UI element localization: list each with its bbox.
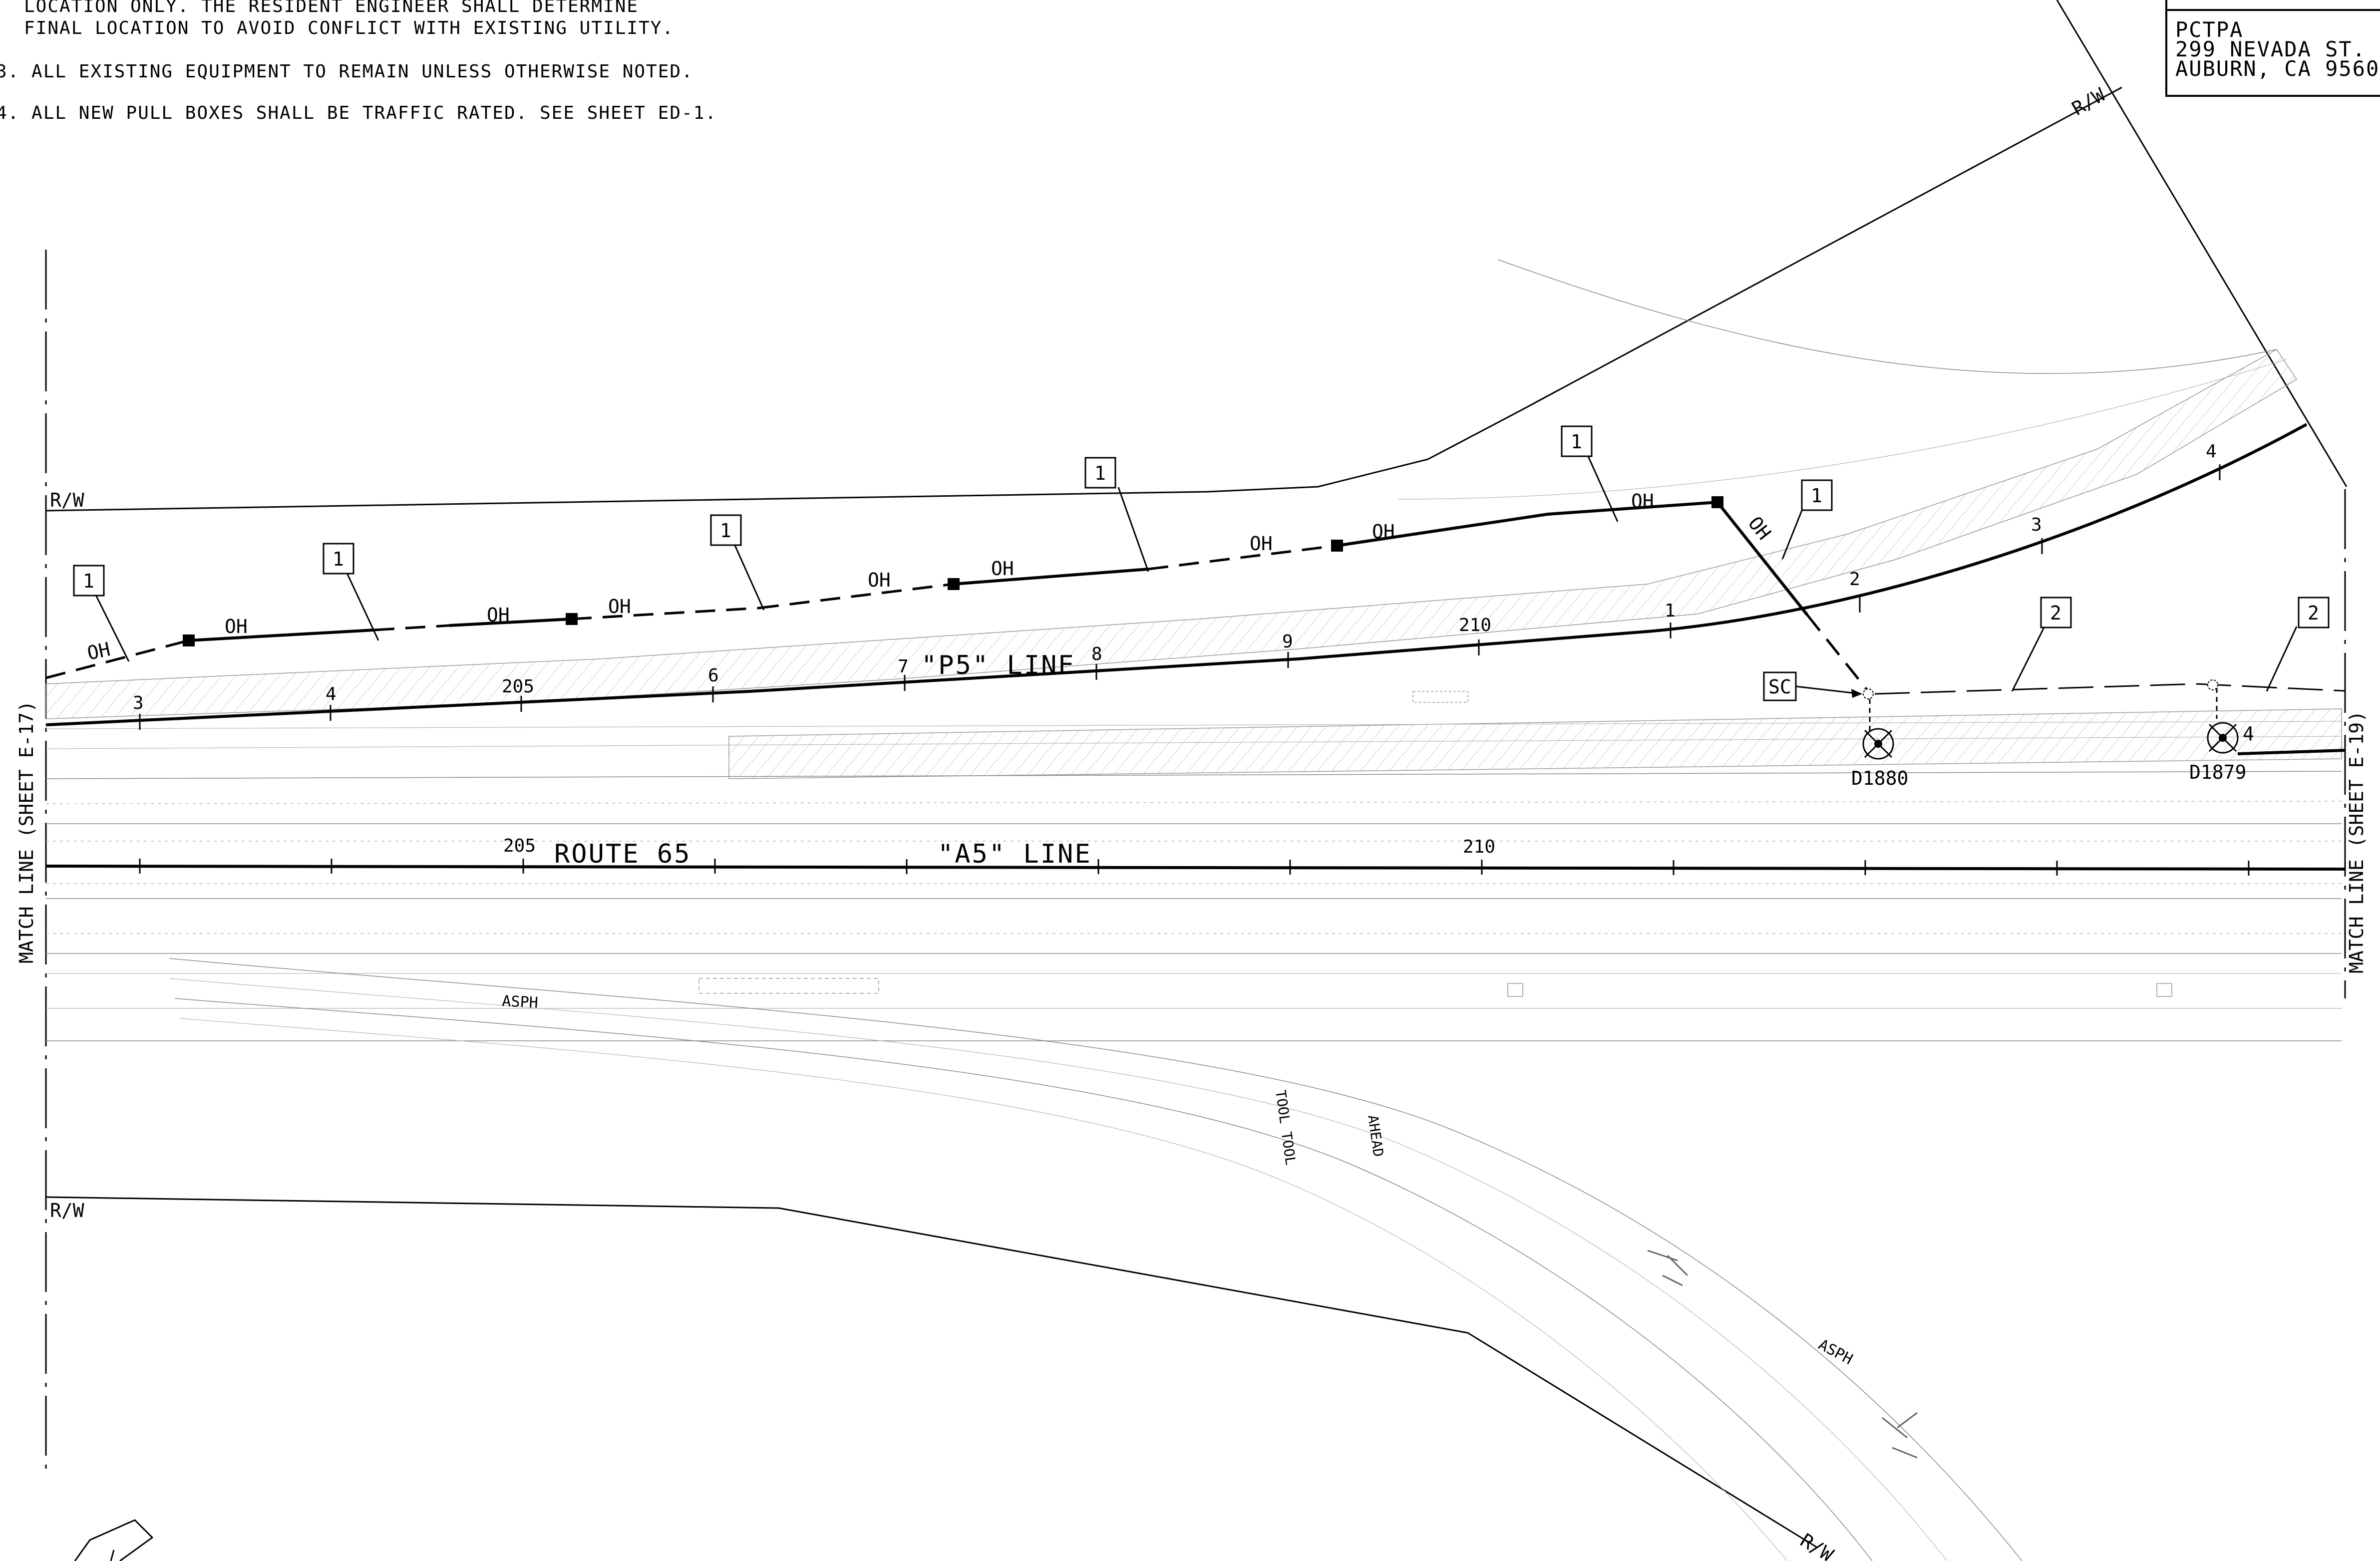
match-line-right-label: MATCH LINE (SHEET E-19): [2346, 711, 2368, 973]
p5-station-8: 8: [1091, 644, 1102, 664]
a5-line-label: "A5" LINE: [938, 839, 1092, 869]
oh-label-5: OH: [868, 569, 891, 591]
p5-station-3-east: 3: [2031, 515, 2042, 535]
p5-station-ticks: [139, 464, 2221, 730]
p5-station-9: 9: [1282, 631, 1293, 652]
new-conduit: 2 2 SC: [1763, 597, 2346, 731]
svg-text:1: 1: [720, 520, 731, 542]
match-line-left-label: MATCH LINE (SHEET E-17): [15, 701, 37, 963]
oh-label-9: OH: [1631, 490, 1654, 512]
oh-label-6: OH: [991, 558, 1014, 580]
rw-label-upper-right: R/W: [2068, 83, 2109, 119]
p5-station-210: 210: [1459, 615, 1491, 635]
oh-label-7: OH: [1250, 533, 1273, 555]
p5-line: 3 4 205 6 7 8 9 210 1 2 3 4 "P5" LINE: [45, 423, 2308, 730]
p5-station-4: 4: [326, 684, 337, 704]
detectors: D1880 D1879 4: [1851, 722, 2346, 789]
a5-line: 205 210 ROUTE 65 "A5" LINE: [45, 836, 2346, 876]
title-block: PCTPA 299 NEVADA ST. AUBURN, CA 95603: [2165, 0, 2380, 97]
callout-1-e: 1: [1561, 425, 1619, 522]
detector-side-label: 4: [2243, 723, 2254, 745]
signal-controller-tag: SC: [1763, 671, 1862, 701]
match-lines: MATCH LINE (SHEET E-17) MATCH LINE (SHEE…: [15, 250, 2368, 1478]
callout-1-b: 1: [323, 543, 379, 641]
svg-text:1: 1: [83, 570, 94, 592]
a5-station-210: 210: [1463, 837, 1495, 857]
p5-station-2: 2: [1849, 569, 1860, 590]
oh-label-2: OH: [225, 616, 248, 637]
north-arrow-icon: [74, 1519, 154, 1561]
callouts-1: 1 1 1 1 1 1: [73, 425, 1833, 662]
a5-station-205: 205: [503, 836, 536, 856]
svg-text:1: 1: [1094, 462, 1106, 484]
svg-text:D1880: D1880: [1851, 767, 1908, 789]
rw-label-lower-right: R/W: [1796, 1529, 1837, 1561]
callout-1-c: 1: [710, 514, 765, 611]
p5-station-3: 3: [133, 693, 144, 713]
svg-text:1: 1: [333, 548, 344, 570]
detector-d1879: D1879 4: [2189, 722, 2346, 783]
right-of-way: R/W R/W R/W R/W: [45, 0, 2348, 1561]
svg-text:2: 2: [2050, 602, 2061, 624]
oh-label-3: OH: [487, 604, 510, 626]
svg-text:2: 2: [2308, 602, 2319, 624]
callout-1-d: 1: [1084, 457, 1149, 572]
svg-text:D1879: D1879: [2189, 761, 2246, 783]
title-block-city: AUBURN, CA 95603: [2175, 56, 2380, 81]
p5-station-1: 1: [1665, 601, 1676, 621]
title-block-agency: PCTPA: [2175, 17, 2243, 42]
hatched-areas: [45, 349, 2342, 779]
oh-label-8: OH: [1372, 521, 1395, 543]
svg-text:1: 1: [1571, 431, 1582, 453]
callout-2-a: 2: [2011, 597, 2072, 692]
p5-station-6: 6: [708, 665, 719, 686]
p5-station-7: 7: [898, 656, 909, 677]
rw-label-upper-left: R/W: [50, 489, 84, 511]
pavement-marking-ahead: AHEAD: [1364, 1114, 1386, 1158]
pavement-marking-tool: TOOL TOOL: [1272, 1089, 1299, 1166]
existing-roadway: ASPH ASPH TOOL TOOL AHEAD: [45, 259, 2342, 1561]
callout-2-b: 2: [2266, 597, 2330, 692]
pole-markers: [183, 496, 1723, 646]
note-line-1: LOCATION ONLY. THE RESIDENT ENGINEER SHA…: [24, 0, 639, 16]
general-notes: LOCATION ONLY. THE RESIDENT ENGINEER SHA…: [0, 0, 717, 123]
sc-label: SC: [1768, 676, 1791, 698]
rw-label-lower-left: R/W: [50, 1200, 84, 1222]
note-3: 3. ALL EXISTING EQUIPMENT TO REMAIN UNLE…: [0, 61, 693, 82]
route-label: ROUTE 65: [554, 839, 691, 869]
oh-label-4: OH: [608, 596, 631, 618]
p5-station-205: 205: [502, 676, 534, 697]
p5-station-4-east: 4: [2206, 441, 2217, 462]
callout-1-f: 1: [1781, 479, 1833, 560]
detector-d1880: D1880: [1851, 728, 1908, 789]
a5-station-ticks: [139, 859, 2250, 876]
callout-1-a: 1: [73, 565, 130, 662]
svg-text:1: 1: [1811, 485, 1822, 507]
note-4: 4. ALL NEW PULL BOXES SHALL BE TRAFFIC R…: [0, 103, 717, 123]
oh-label-1: OH: [85, 638, 112, 664]
asph-label-right: ASPH: [1815, 1336, 1855, 1368]
p5-line-label: "P5" LINE: [921, 650, 1075, 680]
note-line-2: FINAL LOCATION TO AVOID CONFLICT WITH EX…: [24, 18, 674, 38]
title-block-street: 299 NEVADA ST.: [2175, 37, 2366, 61]
asph-label-left: ASPH: [502, 992, 539, 1012]
